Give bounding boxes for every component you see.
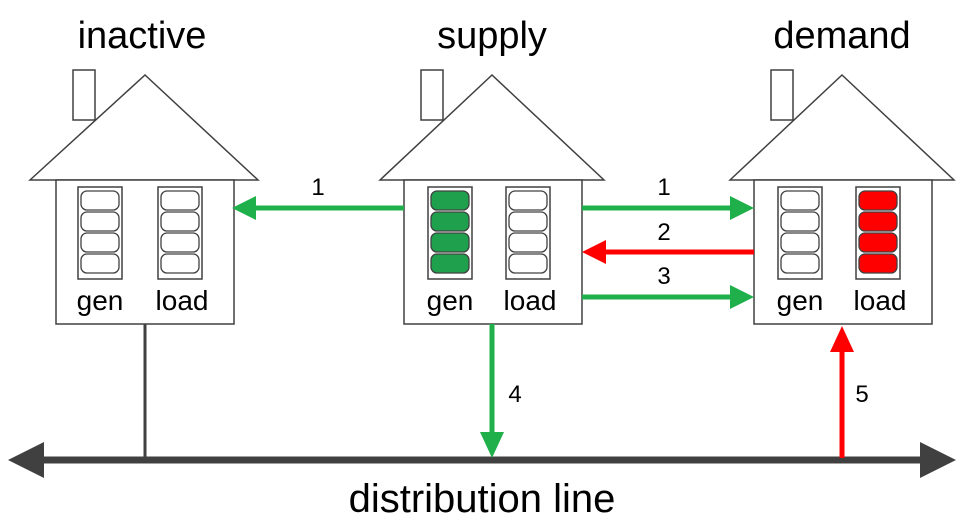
load-label: load	[504, 285, 557, 316]
gen-level-cell	[780, 253, 820, 274]
load-level-cell	[508, 211, 548, 232]
load-cells	[160, 190, 200, 274]
gen-level-cell	[80, 190, 120, 211]
load-level-cell	[160, 190, 200, 211]
load-level-cell	[858, 190, 898, 211]
distribution-line	[8, 442, 956, 478]
load-level-cell	[160, 253, 200, 274]
gen-level-cell	[80, 253, 120, 274]
arrow-label: 1	[657, 174, 670, 201]
chimney	[770, 69, 794, 121]
load-level-cell	[160, 211, 200, 232]
gen-label: gen	[777, 285, 824, 316]
load-level-cell	[160, 232, 200, 253]
gen-cells	[430, 190, 470, 274]
house-supply: supply gen load	[378, 15, 606, 325]
distribution-line-label: distribution line	[349, 477, 616, 521]
load-level-cell	[508, 190, 548, 211]
roof	[378, 73, 606, 181]
roof	[728, 73, 956, 181]
arrow-label: 4	[508, 381, 521, 408]
load-level-cell	[508, 253, 548, 274]
house-inactive: inactive gen load	[28, 15, 260, 325]
arrow-1-supply-to-demand: 1	[582, 174, 754, 220]
gen-level-cell	[430, 211, 470, 232]
load-label: load	[854, 285, 907, 316]
gen-level-cell	[430, 232, 470, 253]
arrow-label: 1	[311, 174, 324, 201]
arrow-4-supply-to-line: 4	[480, 324, 522, 458]
arrow-label: 5	[855, 381, 868, 408]
load-label: load	[156, 285, 209, 316]
load-level-cell	[508, 232, 548, 253]
house-demand: demand gen load	[728, 15, 956, 325]
chimney	[420, 69, 444, 121]
arrow-1-supply-to-inactive: 1	[232, 174, 404, 220]
arrow-label: 2	[657, 219, 670, 246]
load-cells	[508, 190, 548, 274]
house-title: supply	[437, 15, 547, 57]
gen-level-cell	[780, 211, 820, 232]
gen-level-cell	[80, 232, 120, 253]
gen-level-cell	[780, 232, 820, 253]
arrow-head	[480, 432, 504, 458]
house-title: demand	[773, 15, 910, 57]
arrow-head	[232, 196, 256, 220]
gen-level-cell	[430, 190, 470, 211]
gen-label: gen	[427, 285, 474, 316]
chimney	[72, 69, 96, 121]
gen-cells	[780, 190, 820, 274]
arrow-2-demand-to-supply: 2	[582, 219, 754, 264]
distribution-line-right-arrowhead	[920, 442, 956, 478]
gen-level-cell	[780, 190, 820, 211]
arrow-5-line-to-demand: 5	[830, 326, 869, 458]
arrow-head	[830, 326, 854, 352]
arrow-3-supply-to-demand: 3	[582, 263, 754, 309]
house-title: inactive	[78, 15, 207, 57]
distribution-line-left-arrowhead	[8, 442, 44, 478]
gen-label: gen	[77, 285, 124, 316]
arrow-head	[582, 240, 606, 264]
load-level-cell	[858, 211, 898, 232]
arrow-head	[730, 285, 754, 309]
roof	[28, 73, 260, 181]
arrow-head	[730, 196, 754, 220]
load-level-cell	[858, 232, 898, 253]
gen-cells	[80, 190, 120, 274]
gen-level-cell	[80, 211, 120, 232]
gen-level-cell	[430, 253, 470, 274]
arrow-label: 3	[657, 263, 670, 290]
load-level-cell	[858, 253, 898, 274]
load-cells	[858, 190, 898, 274]
